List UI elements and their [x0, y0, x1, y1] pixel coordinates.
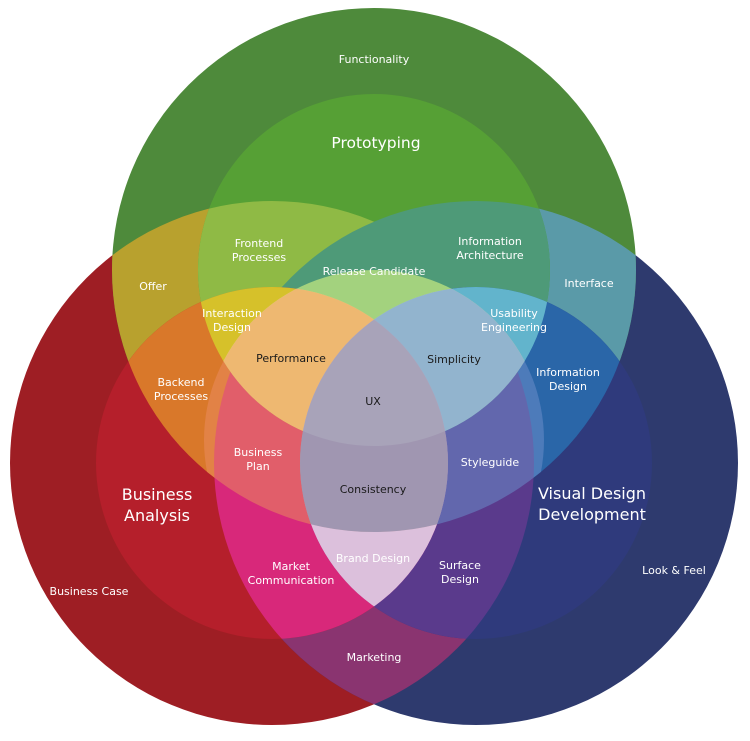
label-visual-design-development-1: Visual Design: [538, 484, 646, 503]
label-visual-design-development-2: Development: [538, 505, 646, 524]
label-information-design-2: Design: [549, 380, 587, 393]
label-functionality: Functionality: [339, 53, 410, 66]
label-simplicity: Simplicity: [427, 353, 481, 366]
label-frontend-processes-2: Processes: [232, 251, 286, 264]
label-business-analysis-1: Business: [122, 485, 193, 504]
label-offer: Offer: [139, 280, 167, 293]
label-information-design-1: Information: [536, 366, 600, 379]
label-backend-processes-2: Processes: [154, 390, 208, 403]
label-consistency: Consistency: [340, 483, 407, 496]
label-performance: Performance: [256, 352, 326, 365]
label-business-plan-2: Plan: [246, 460, 269, 473]
label-surface-design-1: Surface: [439, 559, 481, 572]
label-information-architecture-2: Architecture: [456, 249, 524, 262]
label-market-communication-1: Market: [272, 560, 310, 573]
label-ux: UX: [365, 395, 381, 408]
label-usability-engineering-2: Engineering: [481, 321, 547, 334]
label-release-candidate: Release Candidate: [323, 265, 426, 278]
label-styleguide: Styleguide: [461, 456, 520, 469]
label-backend-processes-1: Backend: [157, 376, 204, 389]
label-business-plan-1: Business: [234, 446, 283, 459]
label-business-case: Business Case: [50, 585, 129, 598]
label-usability-engineering-1: Usability: [490, 307, 538, 320]
label-frontend-processes-1: Frontend: [235, 237, 284, 250]
labels: Functionality Prototyping Offer Interfac…: [50, 53, 706, 664]
label-interface: Interface: [564, 277, 613, 290]
label-interaction-design-2: Design: [213, 321, 251, 334]
label-look-and-feel: Look & Feel: [642, 564, 706, 577]
label-business-analysis-2: Analysis: [124, 506, 190, 525]
label-brand-design: Brand Design: [336, 552, 410, 565]
label-information-architecture-1: Information: [458, 235, 522, 248]
label-surface-design-2: Design: [441, 573, 479, 586]
label-marketing: Marketing: [347, 651, 402, 664]
label-prototyping: Prototyping: [331, 134, 420, 152]
label-market-communication-2: Communication: [248, 574, 335, 587]
label-interaction-design-1: Interaction: [202, 307, 262, 320]
